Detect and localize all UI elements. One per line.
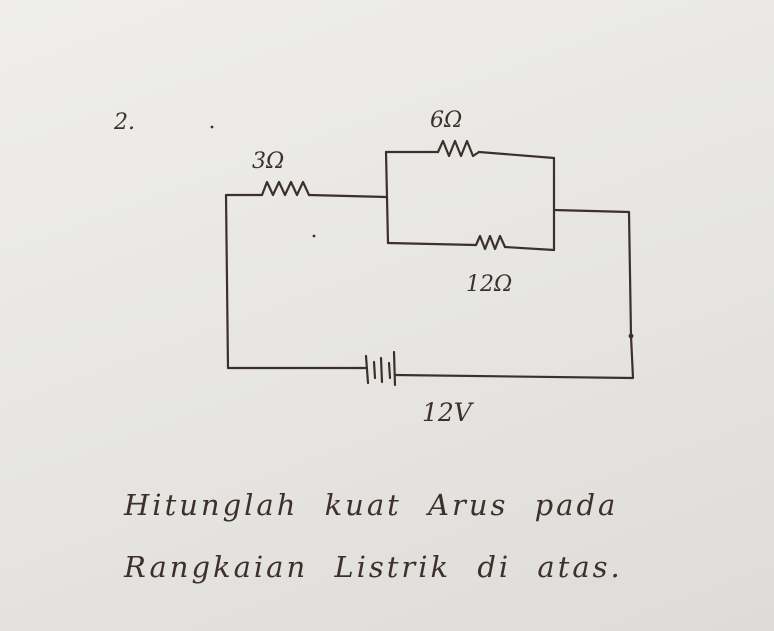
battery-symbol [352, 350, 397, 387]
bottom-branch-wire [386, 241, 478, 247]
resistor-3-ohm-label: 3Ω [252, 149, 284, 174]
resistor-12-ohm [474, 234, 507, 251]
bottom-branch-wire [503, 245, 556, 252]
series-wire [307, 193, 388, 199]
right-wire [393, 208, 635, 380]
question-line-1: Hitunglah kuat Arus pada [124, 488, 619, 522]
battery-voltage-label: 12V [422, 398, 475, 427]
ink-dot [210, 125, 214, 129]
ink-dot [628, 333, 634, 339]
resistor-12-ohm-label: 12Ω [466, 272, 512, 297]
question-line-2: Rangkaian Listrik di atas. [124, 550, 623, 584]
problem-number: 2. [113, 110, 135, 135]
parallel-left-rail [384, 150, 390, 245]
left-wire [224, 193, 356, 370]
resistor-6-ohm-label: 6Ω [430, 108, 462, 133]
top-branch-wire [477, 150, 556, 160]
resistor-3-ohm [260, 180, 311, 197]
ink-dot [312, 234, 316, 238]
resistor-6-ohm [436, 139, 481, 158]
